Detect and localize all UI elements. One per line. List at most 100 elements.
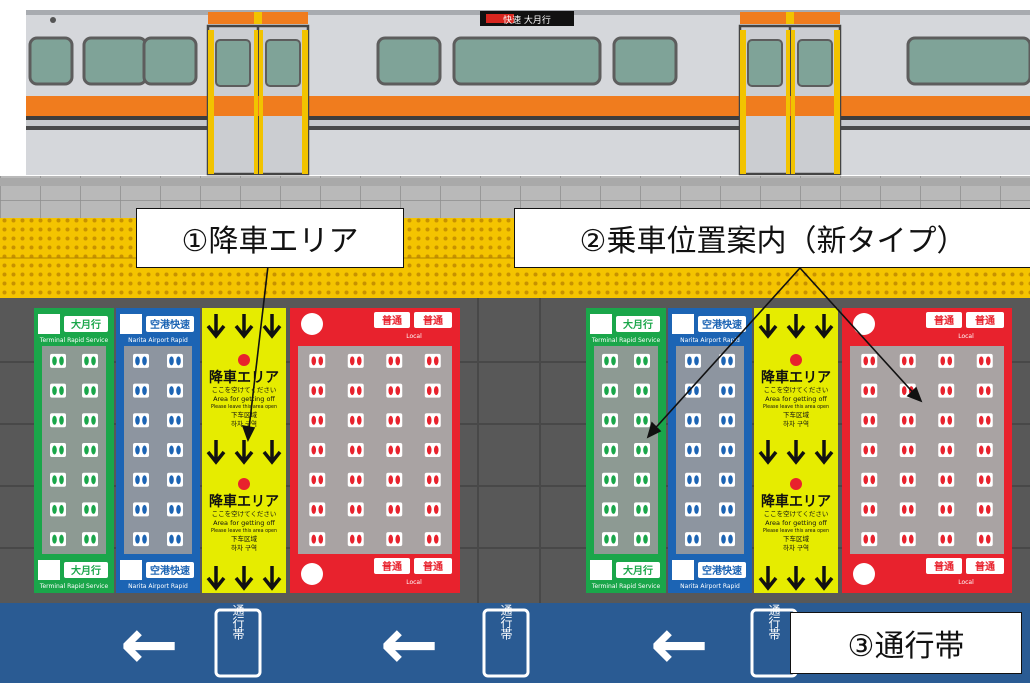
pointer-green-head: [646, 421, 662, 439]
footprint-icon: [50, 532, 66, 547]
footprint-icon: [50, 443, 66, 457]
footprint-icon: [347, 532, 364, 547]
footprint-icon: [634, 353, 650, 368]
alighting-label-zh: 下车区域: [231, 410, 258, 419]
footprint-icon: [50, 413, 66, 428]
service-name: 普通: [934, 314, 954, 327]
pointer-red-head: [906, 386, 923, 403]
footprint-icon: [133, 413, 149, 428]
footprint-icon: [347, 472, 364, 487]
train-door-left: [206, 12, 310, 176]
pointer-alighting-head: [241, 424, 256, 443]
down-arrows-icon: [758, 566, 834, 591]
footprint-icon: [634, 443, 650, 457]
footprint-icon: [167, 353, 183, 368]
footprint-icon: [938, 413, 955, 428]
red-boarding-lane: 普通普通Local普通普通Local: [842, 308, 1012, 593]
passage-sign-text: 通行帯: [231, 604, 245, 640]
service-name-en: Narita Airport Rapid: [128, 337, 188, 344]
footprint-icon: [309, 443, 326, 457]
footprint-icon: [386, 413, 403, 428]
footprint-icon: [167, 502, 183, 517]
footprint-icon: [133, 502, 149, 517]
service-name-en: Local: [958, 579, 974, 586]
alighting-sub-ja: ここを空けてください: [212, 385, 277, 394]
callout-alighting-area: ①降車エリア: [136, 208, 404, 268]
footprint-icon: [719, 353, 735, 368]
footprint-icon: [167, 443, 183, 457]
pointer-red: [799, 267, 919, 399]
alighting-label-ja: 降車エリア: [209, 369, 279, 386]
footprint-icon: [719, 532, 735, 547]
footprint-icon: [861, 413, 878, 428]
pointer-alighting: [247, 265, 269, 438]
footprint-icon: [347, 383, 364, 398]
passage-sign-text: 通行帯: [499, 604, 513, 640]
footprint-icon: [861, 353, 878, 368]
footprint-icon: [685, 443, 701, 457]
service-name: 普通: [934, 560, 954, 573]
red-boarding-lane: 普通普通Local普通普通Local: [290, 308, 460, 593]
footprint-icon: [602, 383, 618, 398]
footprint-icon: [424, 443, 441, 457]
alighting-label-ko: 하차 구역: [783, 419, 809, 428]
service-name-en: Local: [406, 579, 422, 586]
service-name-en: Narita Airport Rapid: [680, 337, 740, 344]
footprint-icon: [424, 383, 441, 398]
alighting-label-ko: 하차 구역: [231, 543, 257, 552]
service-header: 空港快速 Narita Airport Rapid: [672, 314, 746, 344]
footprint-icon: [938, 353, 955, 368]
footprint-icon: [976, 383, 993, 398]
alighting-sub-en: Please leave this area open: [763, 404, 829, 410]
footprint-icon: [719, 383, 735, 398]
service-header: 普通普通Local: [926, 558, 1004, 586]
footprint-icon: [719, 472, 735, 487]
service-name-en: Narita Airport Rapid: [680, 583, 740, 590]
footprint-icon: [861, 383, 878, 398]
alighting-sub-ja: ここを空けてください: [764, 385, 829, 394]
alighting-label-ja: 降車エリア: [761, 493, 831, 510]
red-lane-logo-icon: [301, 313, 323, 335]
footprint-icon: [424, 472, 441, 487]
footprint-icon: [719, 413, 735, 428]
footprint-icon: [938, 443, 955, 457]
footprint-icon: [602, 532, 618, 547]
alighting-label-en: Area for getting off: [213, 519, 275, 527]
footprint-icon: [685, 532, 701, 547]
footprint-icon: [685, 502, 701, 517]
down-arrows-icon: [206, 440, 282, 465]
down-arrows-icon: [206, 314, 282, 339]
alighting-label-zh: 下车区域: [783, 534, 810, 543]
footprint-icon: [386, 502, 403, 517]
footprint-icon: [976, 353, 993, 368]
footprint-icon: [861, 502, 878, 517]
footprint-icon: [386, 383, 403, 398]
alighting-label-zh: 下车区域: [783, 410, 810, 419]
alighting-badge-icon: [238, 354, 250, 366]
footprint-icon: [899, 502, 916, 517]
service-name-en: Local: [406, 333, 422, 340]
footprint-icon: [899, 443, 916, 457]
service-header: 普通普通Local: [374, 312, 452, 340]
left-arrow-icon: ←: [650, 603, 709, 685]
footprint-icon: [133, 472, 149, 487]
footprint-icon: [976, 502, 993, 517]
footprint-icon: [634, 472, 650, 487]
footprint-icon: [685, 472, 701, 487]
footprint-icon: [309, 413, 326, 428]
service-header: 普通普通Local: [926, 312, 1004, 340]
alighting-label-ja: 降車エリア: [209, 493, 279, 510]
service-name: 普通: [382, 314, 402, 327]
footprint-icon: [602, 443, 618, 457]
footprint-icon: [634, 383, 650, 398]
service-name: 空港快速: [702, 318, 742, 331]
